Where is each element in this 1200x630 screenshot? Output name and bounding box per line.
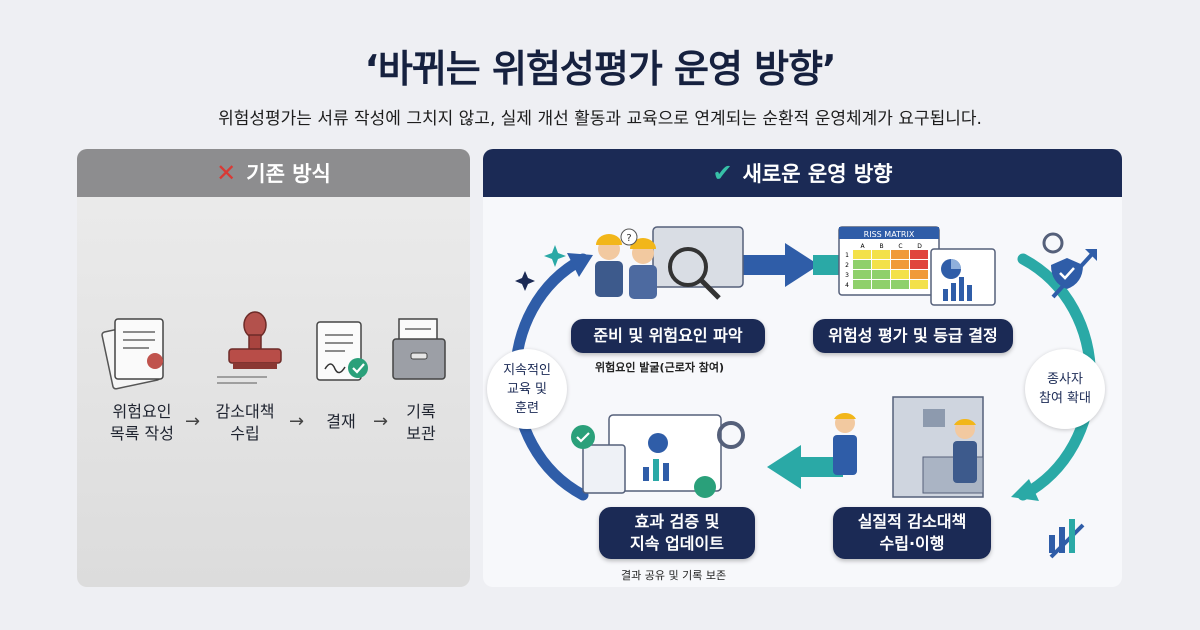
document-stack-icon [101,318,164,390]
dashboard-illustration [571,414,745,498]
legacy-arrow-3: → [373,411,389,432]
x-icon: ✕ [216,159,237,187]
step-reduce: 실질적 감소대책 수립·이행 [833,507,991,559]
legacy-step-list-line2: 목록 작성 [110,424,174,443]
matrix-row-label: 4 [845,282,849,289]
side-participation-line2: 참여 확대 [1039,391,1091,406]
legacy-step-measure: 감소대책 수립 [205,401,285,445]
top-arrow-head [785,243,819,287]
check-icon: ✔ [712,159,733,187]
legacy-arrow-2: → [289,411,305,432]
factory-workers-illustration [833,396,1085,559]
matrix-row-label: 1 [845,252,849,259]
step-reduce-line2: 수립·이행 [879,534,945,553]
matrix-cell [891,250,909,259]
step-reduce-line1: 실질적 감소대책 [857,512,967,531]
matrix-cell [872,260,890,269]
step-verify-line1: 효과 검증 및 [634,512,720,531]
new-direction-header: ✔ 새로운 운영 방향 [483,149,1122,197]
step-prepare: 준비 및 위험요인 파악 [571,319,765,353]
top-arrow-tail [813,255,841,275]
cycle-diagram: ? RISS MATRIX A B C D 1 2 3 4 [510,226,1097,559]
legacy-arrow-1: → [185,411,201,432]
side-participation: 종사자 참여 확대 [1025,349,1105,429]
sparkle-icon [515,271,535,291]
matrix-cell [910,250,928,259]
risk-matrix-illustration: RISS MATRIX A B C D 1 2 3 4 [838,226,996,306]
matrix-cell [872,270,890,279]
step-verify: 효과 검증 및 지속 업데이트 [599,507,755,559]
matrix-cell [891,260,909,269]
legacy-step-list: 위험요인 목록 작성 [97,401,187,445]
side-participation-line1: 종사자 [1047,372,1083,387]
legacy-method-title: 기존 방식 [246,162,331,186]
approved-document-icon [316,321,368,381]
matrix-cell [853,270,871,279]
workers-inspection-illustration: ? [595,226,744,300]
matrix-cell [891,280,909,289]
svg-text:?: ? [626,233,631,244]
matrix-col-label: A [860,243,865,250]
legacy-step-archive-line2: 보관 [406,424,436,443]
shield-growth-icon [1042,232,1097,299]
bottom-arrow-head [767,445,801,489]
new-direction-title: 새로운 운영 방향 [742,162,893,186]
legacy-method-panel: ✕ 기존 방식 [77,149,470,587]
bottom-arrow-body [801,457,843,477]
step-evaluate: 위험성 평가 및 등급 결정 [813,319,1013,353]
step-verify-line2: 지속 업데이트 [630,534,724,553]
legacy-illustrations [101,311,446,390]
side-education-line3: 훈련 [515,400,539,416]
matrix-cell [853,250,871,259]
matrix-cell [853,260,871,269]
matrix-row-label: 3 [845,272,849,279]
legacy-step-archive: 기록 보관 [389,401,453,445]
matrix-col-label: C [898,243,902,250]
step-verify-caption: 결과 공유 및 기록 보존 [621,569,727,582]
side-education-line2: 교육 및 [506,381,547,397]
matrix-cell [853,280,871,289]
side-education-line1: 지속적인 [503,362,551,378]
legacy-step-measure-line2: 수립 [230,424,260,443]
matrix-cell [891,270,909,279]
matrix-cell [910,260,928,269]
stamp-icon [217,311,282,384]
page-title: ‘바뀌는 위험성평가 운영 방향’ [364,47,836,91]
matrix-cell [910,280,928,289]
matrix-cell [872,250,890,259]
page-subtitle: 위험성평가는 서류 작성에 그치지 않고, 실제 개선 활동과 교육으로 연계되… [218,109,982,129]
matrix-row-label: 2 [845,262,849,269]
step-prepare-caption: 위험요인 발굴(근로자 참여) [595,361,725,374]
legacy-step-list-line1: 위험요인 [112,402,172,421]
legacy-step-archive-line1: 기록 [406,402,436,421]
matrix-col-label: D [917,243,922,250]
cycle-arrowhead-left [567,253,593,277]
sparkle-icon [544,245,566,267]
legacy-step-approval: 결재 [309,411,373,433]
legacy-step-approval-line1: 결재 [326,412,356,431]
matrix-title: RISS MATRIX [864,230,915,239]
legacy-method-header: ✕ 기존 방식 [77,149,470,197]
side-education: 지속적인 교육 및 훈련 [487,349,567,429]
matrix-cell [872,280,890,289]
top-arrow-body [735,255,785,275]
new-direction-panel: ✔ 새로운 운영 방향 [483,149,1122,587]
cycle-arrowhead-right [1011,479,1039,501]
legacy-step-measure-line1: 감소대책 [215,402,275,421]
matrix-cell [910,270,928,279]
archive-box-icon [392,318,446,380]
matrix-col-label: B [879,243,883,250]
